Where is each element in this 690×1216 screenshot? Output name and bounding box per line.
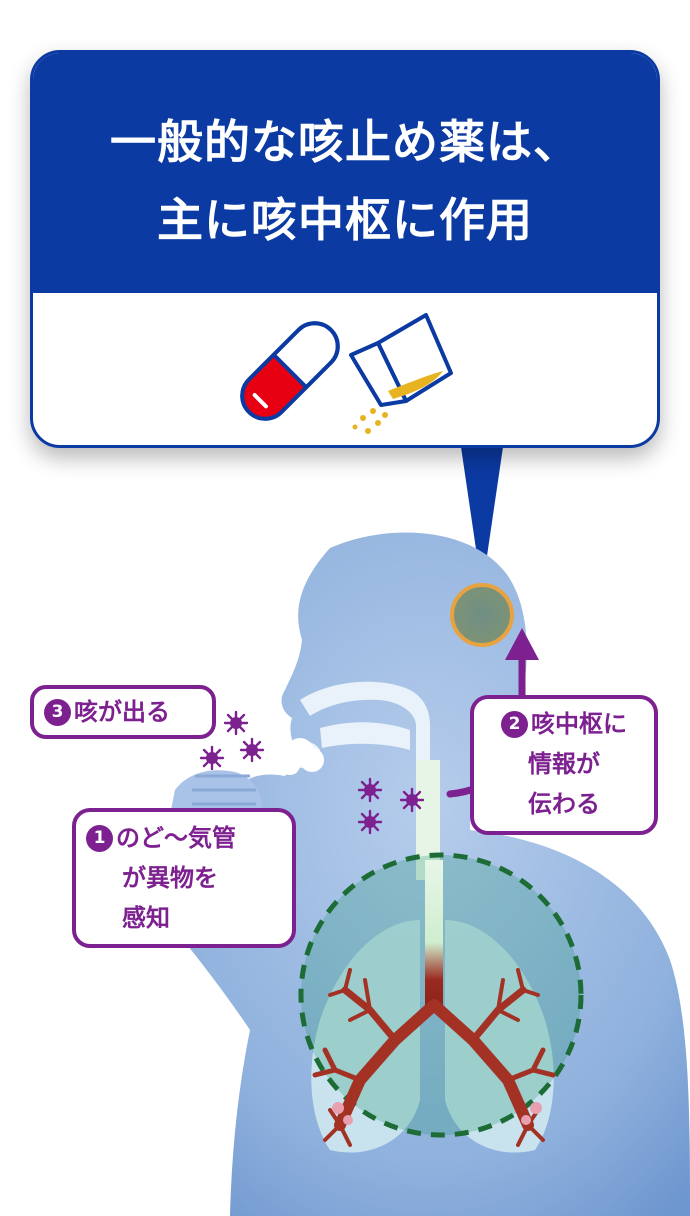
- callout-pointer: [461, 447, 503, 590]
- virus-icon: [399, 787, 425, 813]
- bronchial-tree: [312, 860, 556, 1147]
- card-body: [33, 293, 657, 445]
- medicine-card: 一般的な咳止め薬は、 主に咳中枢に作用: [30, 50, 660, 448]
- step2-line1: 咳中枢に: [531, 710, 627, 738]
- step3-number: 3: [44, 699, 71, 726]
- step2-line2: 情報が: [528, 750, 600, 778]
- title-line-2: 主に咳中枢に作用: [157, 193, 533, 247]
- step1-line1: のど～気管: [116, 824, 236, 852]
- powder-packet-icon: [349, 313, 453, 434]
- virus-icon: [357, 809, 383, 835]
- virus-icon: [357, 777, 383, 803]
- card-header: 一般的な咳止め薬は、 主に咳中枢に作用: [33, 53, 657, 293]
- medicine-icons: [240, 313, 453, 434]
- step2-number: 2: [501, 711, 528, 738]
- capsule-icon: [240, 321, 340, 421]
- virus-icon: [199, 745, 225, 771]
- title-line-1: 一般的な咳止め薬は、: [110, 115, 580, 169]
- step2-line3: 伝わる: [528, 790, 600, 818]
- virus-icon: [223, 710, 249, 736]
- virus-icon: [239, 737, 265, 763]
- cough-cloud: [280, 738, 324, 775]
- signal-arrow-head: [505, 628, 539, 660]
- step1-line2: が異物を: [122, 864, 218, 892]
- step1-number: 1: [86, 825, 113, 852]
- step1-line3: 感知: [122, 904, 170, 932]
- lungs: [311, 920, 554, 1153]
- step3-label: 咳が出る: [74, 698, 170, 726]
- cough-center-marker: [450, 583, 514, 647]
